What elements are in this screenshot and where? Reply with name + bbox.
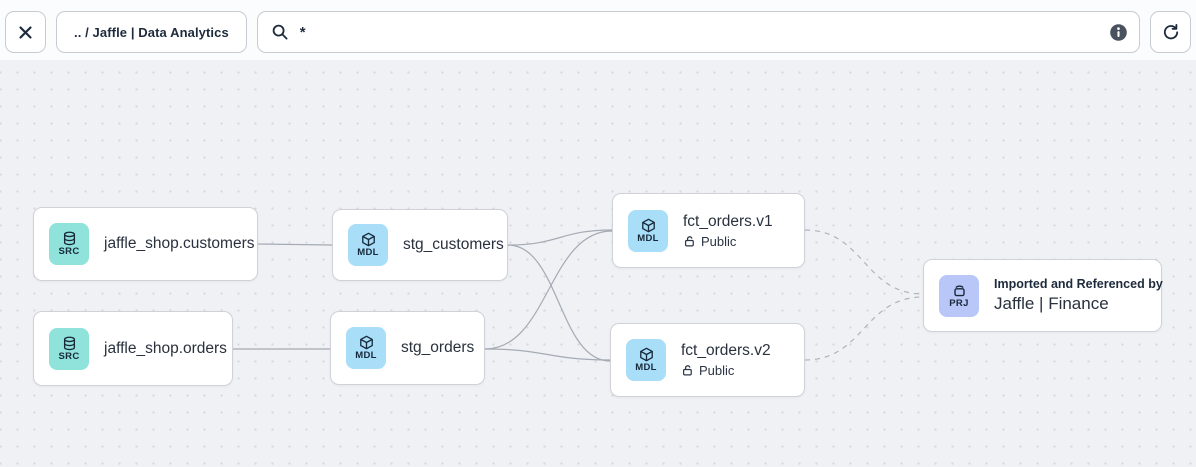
cube-icon xyxy=(641,218,656,233)
node-fct_orders_v1[interactable]: MDL fct_orders.v1 Public xyxy=(612,193,805,268)
unlock-icon xyxy=(681,364,694,377)
node-type-label: MDL xyxy=(635,362,657,374)
close-button[interactable] xyxy=(5,11,46,53)
search-input[interactable] xyxy=(299,23,1098,41)
node-jaffle_shop_customers[interactable]: SRC jaffle_shop.customers xyxy=(33,207,258,281)
node-access-badge: Public xyxy=(681,363,771,378)
node-caption: Imported and Referenced by xyxy=(994,277,1163,291)
edge-fct_orders_v2-to-project_jaffle_finance xyxy=(804,296,924,361)
node-type-chip: PRJ xyxy=(939,274,979,317)
refresh-button[interactable] xyxy=(1150,11,1191,53)
node-label: fct_orders.v2 xyxy=(681,342,771,359)
node-type-chip: MDL xyxy=(346,327,386,369)
node-type-label: MDL xyxy=(357,247,379,259)
node-type-label: MDL xyxy=(355,350,377,362)
breadcrumb[interactable]: .. / Jaffle | Data Analytics xyxy=(56,11,247,53)
database-icon xyxy=(62,231,77,246)
node-type-label: PRJ xyxy=(949,297,969,309)
node-type-label: SRC xyxy=(58,350,80,362)
info-icon[interactable] xyxy=(1109,23,1128,42)
node-access-label: Public xyxy=(701,233,737,249)
node-label: Jaffle | Finance xyxy=(994,294,1109,313)
node-label: stg_orders xyxy=(401,339,475,356)
node-type-chip: SRC xyxy=(49,327,89,370)
edge-fct_orders_v1-to-project_jaffle_finance xyxy=(804,229,924,295)
edge-stg_orders-to-fct_orders_v1 xyxy=(484,230,613,350)
project-jar-icon xyxy=(952,283,967,298)
node-label: jaffle_shop.customers xyxy=(104,235,255,252)
x-icon xyxy=(18,25,33,40)
node-jaffle_shop_orders[interactable]: SRC jaffle_shop.orders xyxy=(33,311,233,386)
breadcrumb-label: .. / Jaffle | Data Analytics xyxy=(74,24,229,40)
search-icon xyxy=(271,23,289,41)
node-type-chip: SRC xyxy=(49,223,89,265)
cube-icon xyxy=(359,335,374,350)
node-access-label: Public xyxy=(699,363,735,378)
unlock-icon xyxy=(683,235,696,248)
cube-icon xyxy=(639,347,654,362)
node-label: fct_orders.v1 xyxy=(683,212,773,230)
node-type-label: SRC xyxy=(58,246,80,258)
refresh-icon xyxy=(1162,23,1180,41)
node-type-chip: MDL xyxy=(626,339,666,381)
lineage-toolbar: .. / Jaffle | Data Analytics xyxy=(0,0,1196,60)
node-stg_customers[interactable]: MDL stg_customers xyxy=(332,209,508,281)
node-access-badge: Public xyxy=(683,234,773,249)
node-label: stg_customers xyxy=(403,236,504,253)
edge-jaffle_shop_customers-to-stg_customers xyxy=(257,243,333,246)
cube-icon xyxy=(361,232,376,247)
node-type-chip: MDL xyxy=(628,209,668,252)
node-project_jaffle_finance[interactable]: PRJ Imported and Referenced by Jaffle | … xyxy=(923,259,1163,332)
database-icon xyxy=(62,336,77,351)
edge-stg_customers-to-fct_orders_v1 xyxy=(507,229,613,246)
node-type-chip: MDL xyxy=(348,224,388,266)
node-stg_orders[interactable]: MDL stg_orders xyxy=(330,311,485,385)
node-fct_orders_v2[interactable]: MDL fct_orders.v2 Public xyxy=(610,323,805,397)
edge-stg_customers-to-fct_orders_v2 xyxy=(507,244,611,362)
edges-layer xyxy=(233,229,924,362)
edge-stg_orders-to-fct_orders_v2 xyxy=(484,348,611,361)
search-bar[interactable] xyxy=(256,11,1140,53)
node-type-label: MDL xyxy=(637,232,659,244)
node-label: jaffle_shop.orders xyxy=(104,339,227,357)
lineage-canvas[interactable]: SRC jaffle_shop.customers SRC jaffle_sho… xyxy=(0,58,1196,467)
